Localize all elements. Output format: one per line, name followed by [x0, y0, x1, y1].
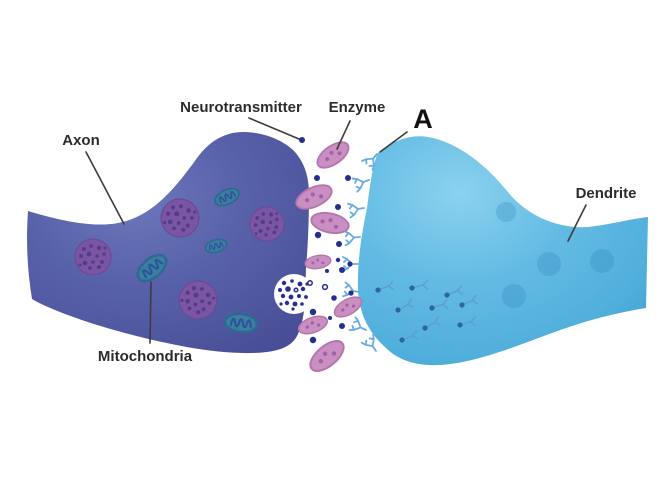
marker-a-leader-line — [379, 131, 408, 153]
enzyme-leader-line — [336, 120, 351, 150]
axon-label: Axon — [62, 132, 100, 149]
enzyme-icon — [303, 252, 333, 272]
dendrite-organelles — [496, 202, 614, 308]
enzyme-icon — [308, 208, 352, 238]
neurotransmitter-leader-line — [248, 117, 300, 140]
dendrite-leader-line — [567, 204, 587, 242]
axon-leader-line — [85, 151, 125, 225]
receptor-marker-a: A — [413, 104, 433, 134]
axon-body — [27, 132, 310, 354]
mitochondria-leader-line — [149, 281, 152, 344]
dendrite-label: Dendrite — [576, 185, 637, 202]
membrane-receptor-bound — [342, 256, 359, 272]
membrane-receptor-icon — [343, 229, 362, 247]
enzyme-icon — [312, 136, 354, 174]
neurotransmitter-label: Neurotransmitter — [180, 99, 302, 116]
membrane-receptor-bound — [342, 281, 362, 300]
membrane-receptor-icon — [347, 200, 367, 219]
membrane-receptor-icon — [351, 172, 373, 193]
mitochondria-label: Mitochondria — [98, 348, 193, 365]
synaptic-vesicle-cluster — [74, 238, 112, 276]
enzyme-label: Enzyme — [329, 99, 386, 116]
fusing-vesicle — [274, 274, 314, 314]
